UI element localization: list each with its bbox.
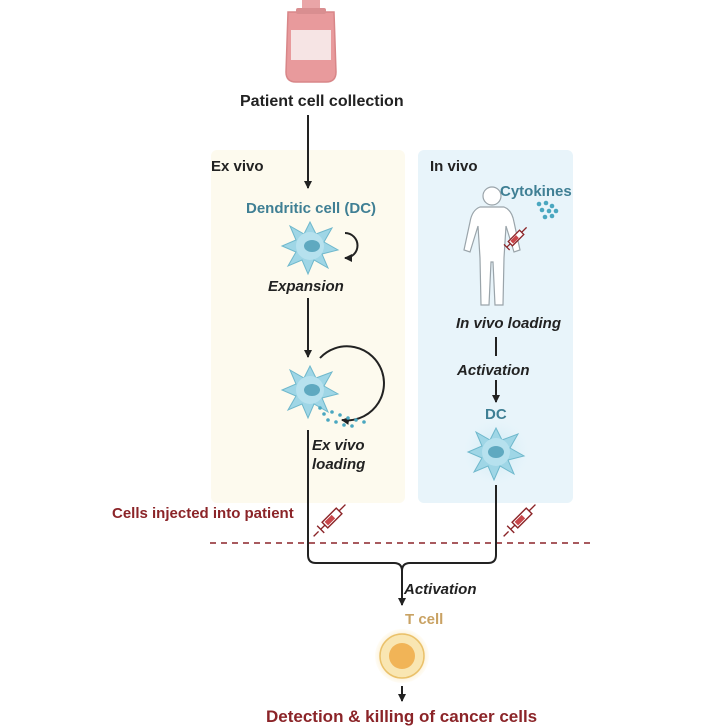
syringe-icon bbox=[313, 504, 346, 537]
activation-in-vivo-label: Activation bbox=[457, 362, 530, 379]
dendritic-cell-label: Dendritic cell (DC) bbox=[246, 200, 377, 217]
t-cell-icon bbox=[375, 629, 429, 683]
expansion-label: Expansion bbox=[268, 278, 344, 295]
cells-injected-label: Cells injected into patient bbox=[112, 505, 294, 522]
dendritic-cell-icon bbox=[280, 364, 340, 420]
ex-vivo-loading-label-line2: loading bbox=[312, 456, 366, 473]
syringe-icon bbox=[503, 226, 528, 251]
cytokine-dots-icon bbox=[318, 406, 366, 428]
in-vivo-title: In vivo bbox=[430, 158, 478, 175]
t-cell-label: T cell bbox=[405, 611, 444, 628]
dc-label: DC bbox=[485, 406, 507, 423]
cytokines-label: Cytokines bbox=[500, 183, 572, 200]
in-vivo-loading-label: In vivo loading bbox=[456, 315, 562, 332]
activation-main-label: Activation bbox=[404, 581, 477, 598]
ex-vivo-title: Ex vivo bbox=[211, 158, 264, 175]
dendritic-cell-icon bbox=[466, 426, 526, 482]
patient-cell-collection-label: Patient cell collection bbox=[240, 93, 404, 110]
cytokine-dots-icon bbox=[536, 200, 559, 220]
detection-label: Detection & killing of cancer cells bbox=[266, 707, 538, 726]
ex-vivo-loading-label-line1: Ex vivo bbox=[312, 437, 365, 454]
human-body-icon bbox=[463, 186, 521, 306]
syringe-icon bbox=[503, 504, 536, 537]
blood-bag-icon bbox=[285, 0, 337, 83]
dendritic-cell-icon bbox=[280, 220, 340, 276]
